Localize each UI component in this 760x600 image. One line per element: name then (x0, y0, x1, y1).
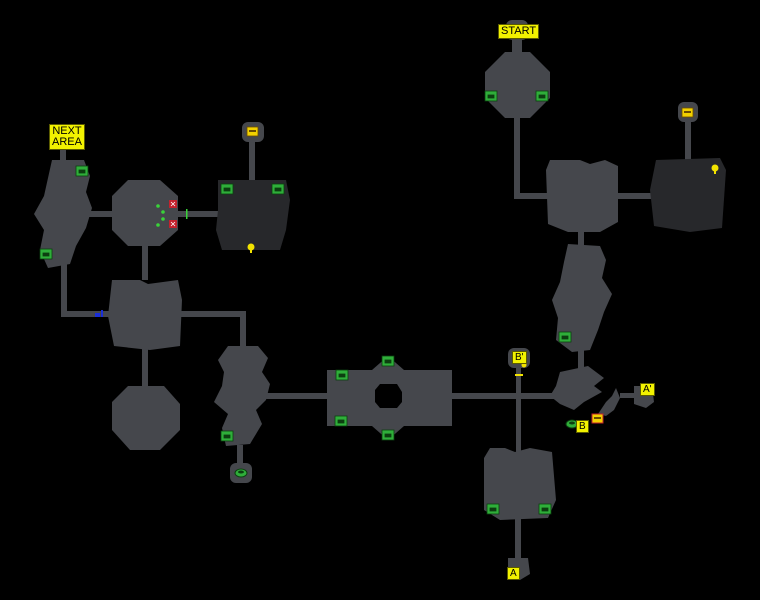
label-b: B (576, 420, 589, 433)
hint-bulb-icon (711, 164, 719, 174)
chest-icon (486, 503, 500, 515)
room-dark-west (216, 180, 290, 250)
label-start: START (498, 24, 540, 39)
switch-marker-icon (169, 200, 177, 208)
gold-chest-icon (681, 107, 694, 118)
room-east-hall (546, 160, 618, 232)
chest-icon (220, 183, 234, 195)
chest-icon (75, 165, 89, 177)
switch-markers (95, 200, 188, 317)
room-start (485, 52, 550, 118)
cave-east (552, 244, 612, 352)
chest-icon (558, 331, 572, 343)
chest-icon (334, 415, 348, 427)
room-south-west (112, 386, 180, 450)
gold-chests (246, 107, 694, 424)
chest-icon (484, 90, 498, 102)
door-marker-icon (95, 310, 103, 317)
chest-icon (538, 503, 552, 515)
label-a: A (507, 567, 520, 580)
room-west-hall (108, 280, 182, 350)
chest-icon (381, 429, 395, 441)
corridors (60, 36, 691, 561)
chest-icon (271, 183, 285, 195)
chest-icon (39, 248, 53, 260)
label-b-prime: B' (512, 351, 527, 364)
room-dark-east (650, 158, 726, 232)
gold-chest-icon (246, 126, 259, 137)
room-south-east (484, 448, 556, 520)
cave-south-west (214, 346, 270, 446)
label-a-prime: A' (640, 383, 655, 396)
hint-bulb-icon (247, 243, 255, 253)
label-next-area: NEXT AREA (49, 124, 85, 150)
cave-junction (550, 366, 604, 410)
chests (39, 90, 572, 515)
pots (234, 419, 579, 478)
chest-icon (535, 90, 549, 102)
switch-marker-icon (169, 220, 177, 228)
chest-icon (381, 355, 395, 367)
room-switch (112, 180, 178, 246)
chest-icon (335, 369, 349, 381)
cave-north-west (34, 160, 92, 268)
pot-icon (234, 468, 248, 478)
gold-chest-icon (591, 413, 604, 424)
chest-icon (220, 430, 234, 442)
